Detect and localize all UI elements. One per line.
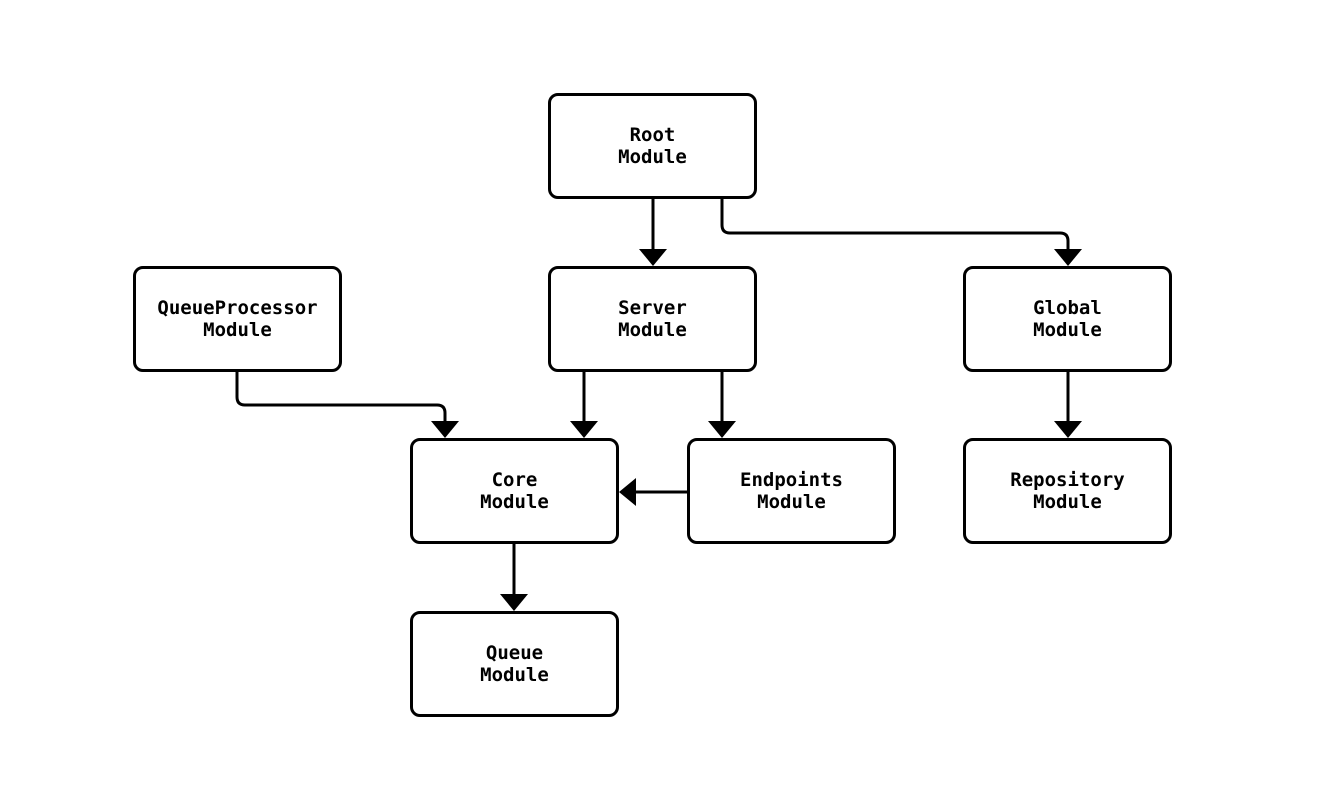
- edge-endpoints-core: [619, 478, 687, 506]
- edge-core-queue-arrowhead: [500, 594, 528, 611]
- node-queue-module: Queue Module: [410, 611, 619, 717]
- edge-core-queue: [500, 544, 528, 611]
- edge-server-core: [570, 372, 598, 438]
- node-root-module-label: Root Module: [618, 124, 687, 168]
- node-queue-module-label: Queue Module: [480, 642, 549, 686]
- node-queueprocessor-module-label: QueueProcessor Module: [157, 297, 318, 341]
- node-server-module: Server Module: [548, 266, 757, 372]
- edge-queueprocessor-core: [235, 372, 459, 438]
- node-endpoints-module: Endpoints Module: [687, 438, 896, 544]
- node-repository-module-label: Repository Module: [1010, 469, 1125, 513]
- node-core-module-label: Core Module: [480, 469, 549, 513]
- edge-root-global-line: [720, 199, 1070, 249]
- edge-root-global: [720, 199, 1082, 266]
- edge-server-endpoints-arrowhead: [708, 421, 736, 438]
- edge-endpoints-core-arrowhead: [619, 478, 636, 506]
- edge-queueprocessor-core-line: [235, 372, 447, 421]
- node-global-module-label: Global Module: [1033, 297, 1102, 341]
- edge-server-endpoints: [708, 372, 736, 438]
- edge-global-repository: [1054, 372, 1082, 438]
- node-root-module: Root Module: [548, 93, 757, 199]
- edge-global-repository-arrowhead: [1054, 421, 1082, 438]
- edge-queueprocessor-core-arrowhead: [431, 421, 459, 438]
- node-global-module: Global Module: [963, 266, 1172, 372]
- node-server-module-label: Server Module: [618, 297, 687, 341]
- edge-root-server: [639, 199, 667, 266]
- edge-server-core-arrowhead: [570, 421, 598, 438]
- node-queueprocessor-module: QueueProcessor Module: [133, 266, 342, 372]
- node-endpoints-module-label: Endpoints Module: [740, 469, 843, 513]
- node-core-module: Core Module: [410, 438, 619, 544]
- edge-root-server-arrowhead: [639, 249, 667, 266]
- edge-root-global-arrowhead: [1054, 249, 1082, 266]
- node-repository-module: Repository Module: [963, 438, 1172, 544]
